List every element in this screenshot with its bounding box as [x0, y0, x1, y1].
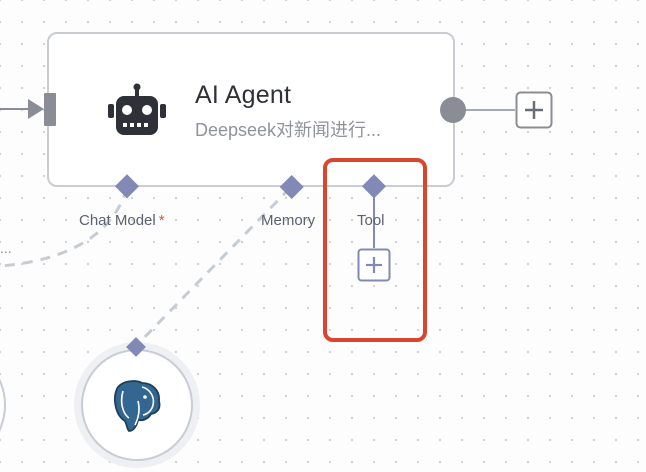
chat-model-label: Chat Model* — [79, 212, 165, 229]
chat-model-label-text: Chat Model — [79, 212, 156, 229]
memory-port[interactable] — [279, 174, 304, 200]
add-output-node-button[interactable] — [515, 91, 553, 129]
tool-highlight-box — [323, 158, 427, 342]
chat-model-node-partial[interactable] — [0, 345, 6, 465]
output-handle[interactable] — [440, 97, 466, 123]
postgres-node-port[interactable] — [126, 337, 146, 357]
robot-icon — [108, 83, 166, 135]
tool-port[interactable] — [361, 174, 387, 199]
add-tool-button[interactable] — [357, 248, 391, 282]
tool-label: Tool — [357, 212, 385, 229]
chat-model-port[interactable] — [114, 174, 140, 199]
chat-model-connection — [0, 187, 129, 268]
incoming-edge-arrow — [28, 99, 44, 119]
node-title: AI Agent — [195, 81, 292, 109]
input-handle[interactable] — [44, 93, 56, 126]
memory-connection — [135, 186, 292, 347]
truncated-label: ... — [0, 240, 12, 256]
node-subtitle: Deepseek对新闻进行... — [195, 120, 382, 140]
plus-icon — [366, 257, 382, 273]
memory-label: Memory — [261, 212, 316, 229]
required-asterisk: * — [158, 212, 165, 229]
plus-icon — [525, 101, 543, 119]
